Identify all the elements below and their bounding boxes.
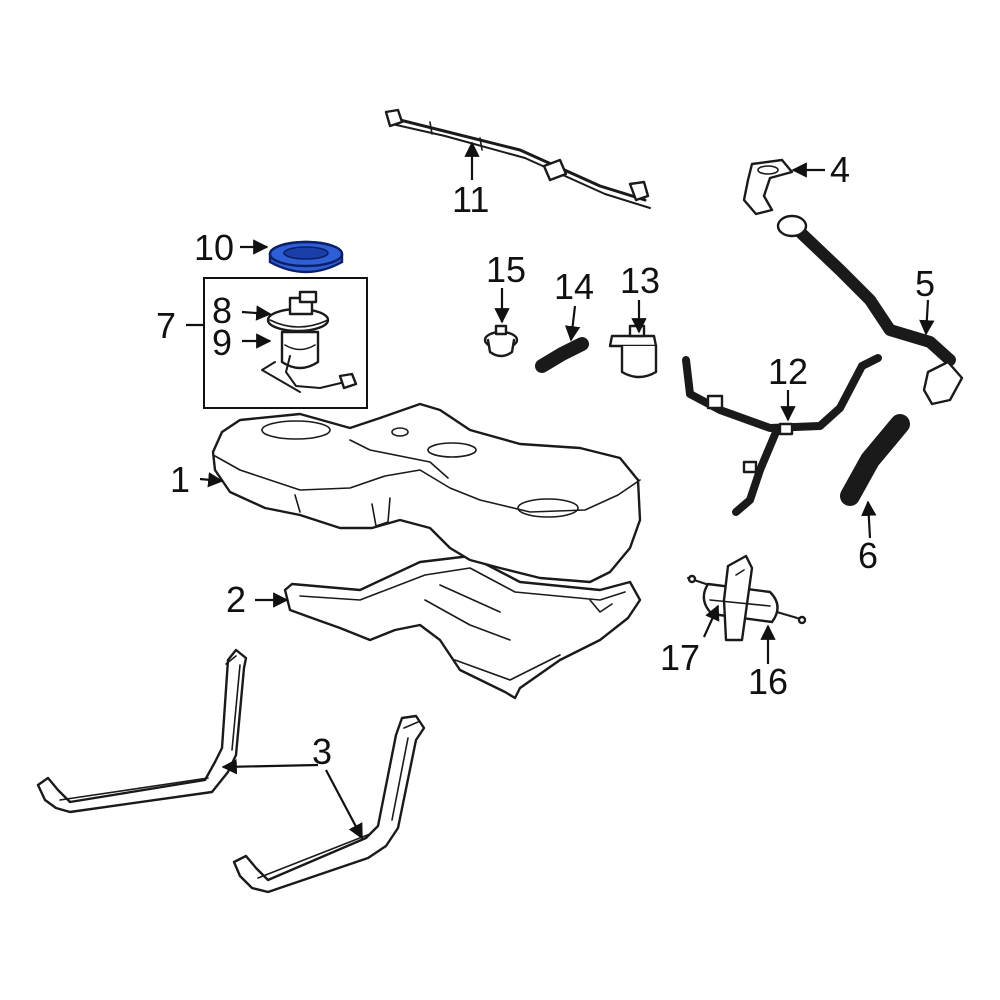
callout-13: 13 — [620, 260, 660, 301]
fuel-tank-shield — [283, 554, 642, 700]
vapor-canister-filter — [608, 324, 658, 379]
tank-strap-rear — [232, 714, 426, 894]
callout-12: 12 — [768, 351, 808, 392]
fuel-filler-tube — [776, 214, 964, 406]
vapor-line-harness — [682, 354, 882, 516]
callout-5: 5 — [915, 263, 935, 304]
rollover-valve — [483, 324, 519, 358]
callout-10: 10 — [194, 227, 234, 268]
fuel-pump-seal-ring — [268, 240, 344, 274]
callout-14: 14 — [554, 266, 594, 307]
filler-neck-housing — [742, 158, 794, 216]
callout-1: 1 — [170, 459, 190, 500]
callout-15: 15 — [486, 249, 526, 290]
pump-module-box — [203, 277, 368, 409]
callout-16: 16 — [748, 661, 788, 702]
fuel-tank — [211, 402, 642, 584]
callout-7: 7 — [156, 305, 176, 346]
callout-3: 3 — [312, 731, 332, 772]
fuel-line-assembly — [384, 108, 651, 209]
callout-2: 2 — [226, 579, 246, 620]
callout-9: 9 — [212, 322, 232, 363]
callout-11: 11 — [452, 179, 489, 220]
callout-17: 17 — [660, 637, 700, 678]
fuel-filter — [687, 554, 807, 642]
fuel-pump-module — [261, 290, 358, 393]
callout-8: 8 — [212, 290, 232, 331]
tank-strap-front — [36, 648, 248, 814]
filler-hose — [840, 414, 910, 506]
callout-6: 6 — [858, 535, 878, 576]
callout-leaders — [186, 141, 935, 840]
vent-hose — [535, 337, 589, 373]
callout-4: 4 — [830, 149, 850, 190]
